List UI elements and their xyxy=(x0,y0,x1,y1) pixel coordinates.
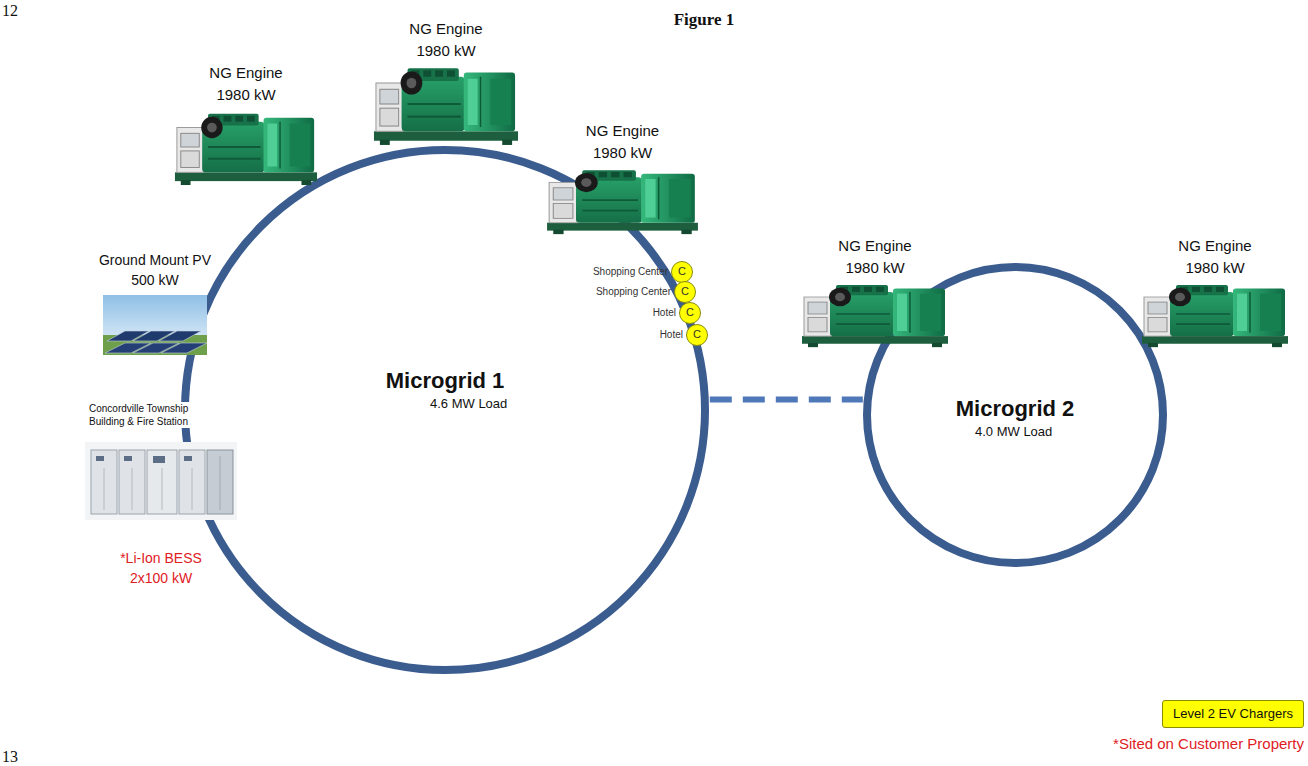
site-label: Shopping Center xyxy=(596,286,671,298)
art-part xyxy=(153,456,165,463)
art-part xyxy=(192,468,193,510)
charger-circle: C xyxy=(671,261,693,283)
label-holder: 13 xyxy=(2,746,18,766)
microgrid-name: Microgrid 2 xyxy=(956,396,1075,422)
load-value: 4.6 MW Load xyxy=(430,394,507,414)
gas-engine: NG Engine1980 kW xyxy=(800,235,950,348)
art-part xyxy=(119,450,145,514)
tie-line xyxy=(710,397,863,403)
solar-field-picture xyxy=(103,295,207,355)
battery-cabinet-picture xyxy=(85,442,237,520)
charger-circle: C xyxy=(679,302,701,324)
art-part xyxy=(132,468,133,510)
component-detail: 1980 kW xyxy=(593,142,652,164)
ev-charger: Shopping Center C xyxy=(542,261,693,283)
charger-letter: C xyxy=(680,303,700,322)
charger-letter: C xyxy=(687,325,707,344)
component-detail: 2x100 kW xyxy=(130,568,192,588)
component-detail: 1980 kW xyxy=(216,84,275,106)
gas-engine-picture xyxy=(547,170,698,234)
ev-charger: Shopping Center C xyxy=(545,281,696,303)
gas-engine: NG Engine1980 kW xyxy=(372,18,520,146)
art-part xyxy=(220,456,221,510)
line-number: 13 xyxy=(2,746,18,766)
charger-letter: C xyxy=(675,282,695,301)
legend-text: Level 2 EV Chargers xyxy=(1173,705,1293,723)
art-part xyxy=(124,456,132,461)
microgrid-name: Microgrid 1 xyxy=(386,368,505,394)
component-detail: *Li-Ion BESS xyxy=(120,548,202,568)
site-label: Shopping Center xyxy=(593,266,668,278)
gas-engine-picture xyxy=(175,114,317,185)
art-part xyxy=(85,442,237,520)
art-part xyxy=(96,456,104,461)
component-name: NG Engine xyxy=(838,235,911,257)
label-holder: 12 xyxy=(2,0,18,22)
charger-circle: C xyxy=(686,324,708,346)
component-detail: 1980 kW xyxy=(845,257,904,279)
site-label: Hotel xyxy=(660,329,683,341)
figure-title: Figure 1 xyxy=(674,8,735,31)
component-name: Concordville Township Building & Fire St… xyxy=(89,402,221,428)
component-name: NG Engine xyxy=(586,120,659,142)
footnote-text: *Sited on Customer Property xyxy=(1113,734,1304,754)
component-name: NG Engine xyxy=(409,18,482,40)
site-label: Hotel xyxy=(653,307,676,319)
charger-circle: C xyxy=(674,281,696,303)
ev-charger: Hotel C xyxy=(557,324,708,346)
art-part xyxy=(207,450,233,514)
ev-charger: Hotel C xyxy=(550,302,701,324)
gas-engine: NG Engine1980 kW xyxy=(1140,235,1290,348)
legend-swatch: Level 2 EV Chargers xyxy=(1162,700,1304,728)
component-detail: 1980 kW xyxy=(1185,257,1244,279)
art-part xyxy=(91,450,117,514)
component-detail: 500 kW xyxy=(131,270,178,290)
art-part xyxy=(104,468,105,510)
art-part xyxy=(179,450,205,514)
component-name: NG Engine xyxy=(209,62,282,84)
art-part xyxy=(103,295,207,355)
art-part xyxy=(159,331,201,341)
battery-storage: Concordville Township Building & Fire St… xyxy=(85,402,237,592)
ring-line xyxy=(185,150,705,670)
title-holder: Figure 1 xyxy=(0,8,1308,31)
load-value: 4.0 MW Load xyxy=(975,422,1052,442)
art-part xyxy=(162,468,163,510)
line-number: 12 xyxy=(2,0,18,22)
gas-engine-picture xyxy=(802,285,948,347)
art-part xyxy=(161,343,207,353)
art-part xyxy=(184,456,192,461)
charger-letter: C xyxy=(672,262,692,281)
gas-engine: NG Engine1980 kW xyxy=(173,62,319,186)
gas-engine-picture xyxy=(1142,285,1288,347)
gas-engine-picture xyxy=(374,68,518,145)
label-holder: *Sited on Customer Property xyxy=(1113,734,1304,754)
component-detail: 1980 kW xyxy=(416,40,475,62)
component-name: NG Engine xyxy=(1178,235,1251,257)
gas-engine: NG Engine1980 kW xyxy=(545,120,700,235)
art-part xyxy=(147,450,177,514)
component-name: Ground Mount PV xyxy=(99,250,211,270)
solar-array: Ground Mount PV500 kW xyxy=(96,250,215,355)
